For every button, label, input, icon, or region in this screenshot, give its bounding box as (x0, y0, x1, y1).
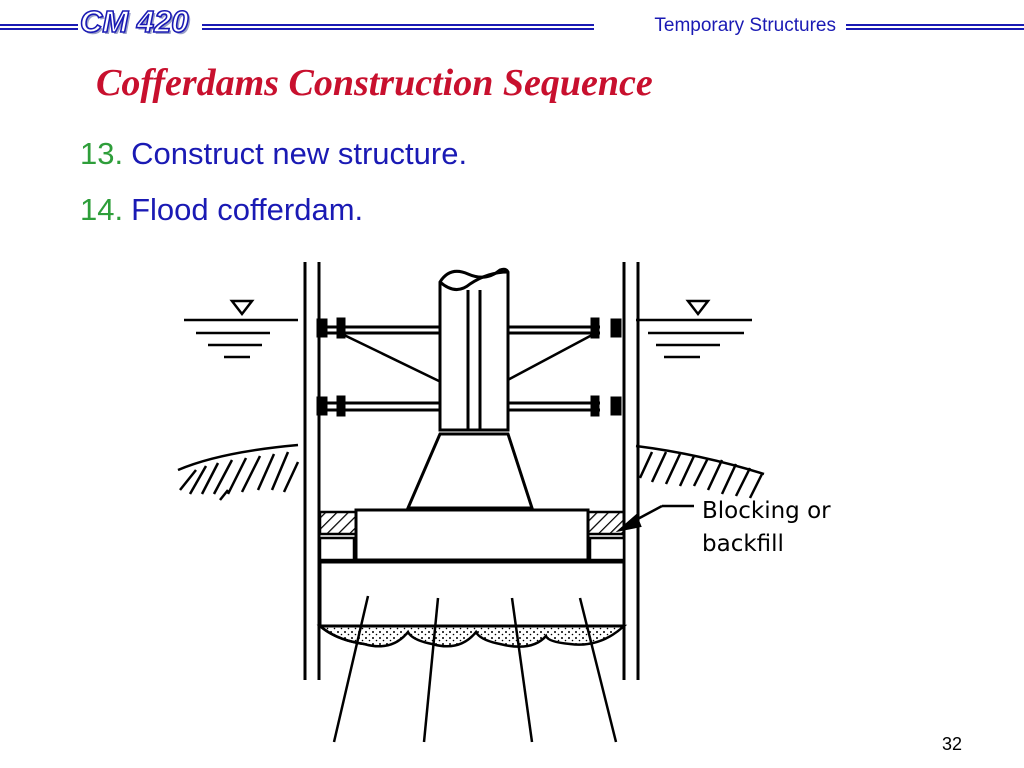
step-number: 14. (80, 192, 124, 227)
blocking-left (318, 510, 358, 536)
course-logo: CM 420 (79, 3, 189, 40)
water-level-marker-right (685, 299, 711, 317)
pier-footing (354, 508, 590, 562)
bearing-layer (316, 624, 628, 648)
slide-title: Cofferdams Construction Sequence (96, 62, 653, 104)
step-text: Flood cofferdam. (131, 192, 364, 227)
step-item: 13.Construct new structure. (80, 135, 467, 173)
tremie-seal-slab (318, 560, 626, 628)
step-item: 14.Flood cofferdam. (80, 191, 363, 229)
soil-hatching-right (635, 444, 765, 499)
section-title: Temporary Structures (654, 15, 836, 36)
header-rule-right (846, 24, 1024, 30)
sheet-pile-right (622, 262, 640, 680)
blocking-right (586, 510, 626, 536)
foundation-piles (332, 595, 618, 743)
page-number: 32 (941, 734, 962, 754)
header-rule-left (0, 24, 78, 30)
label-blocking: Blocking or (702, 498, 831, 524)
step-number: 13. (80, 136, 124, 171)
label-backfill: backfill (702, 531, 784, 557)
pier-footing-taper (405, 432, 535, 510)
water-level-marker-left (229, 299, 255, 317)
step-text: Construct new structure. (131, 136, 468, 171)
blocking-left-lower (318, 536, 356, 562)
soil-hatching-left (177, 443, 300, 501)
blocking-right-lower (588, 536, 626, 562)
water-surface-left (184, 318, 298, 359)
label-leader (615, 504, 694, 533)
header-rule-middle (202, 24, 594, 30)
pier-column (438, 267, 510, 432)
water-surface-right (636, 318, 752, 359)
